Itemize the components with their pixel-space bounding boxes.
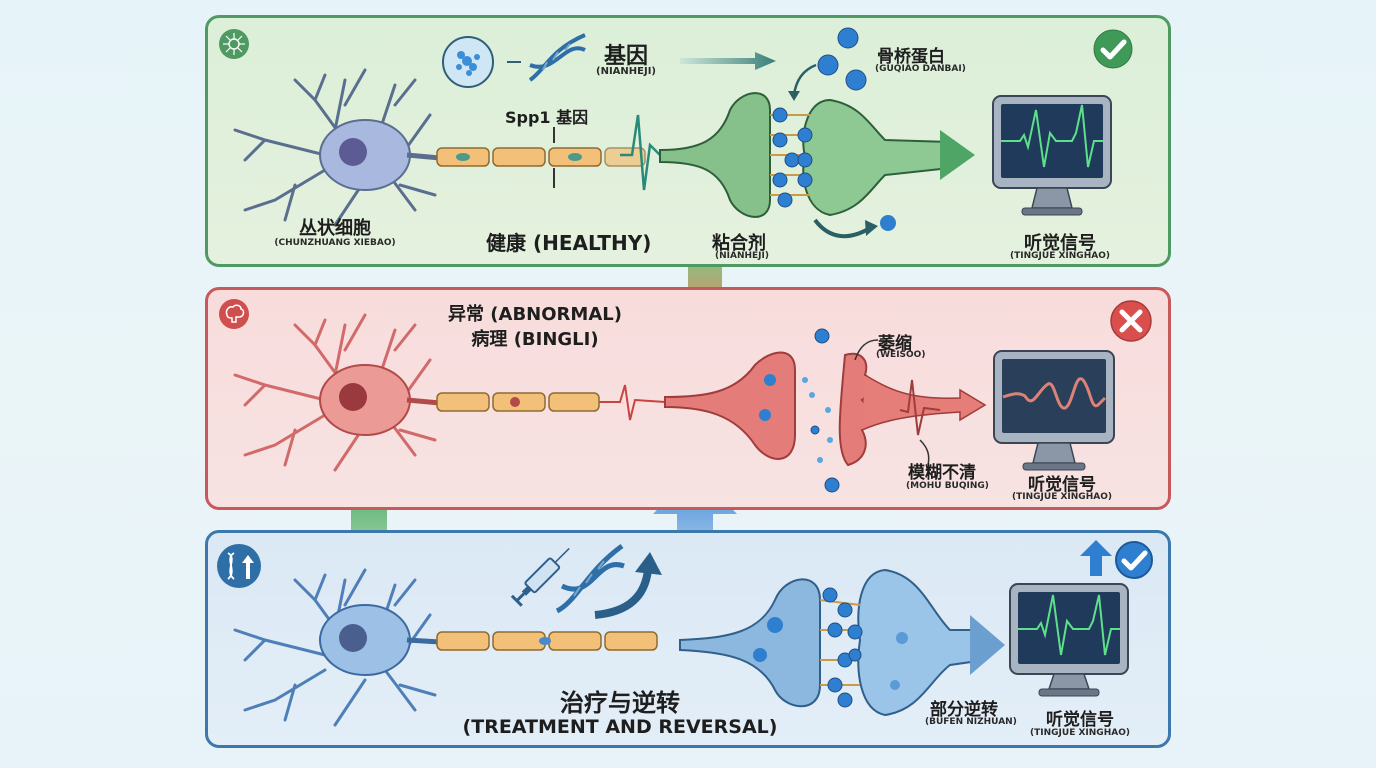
dna-up-icon bbox=[217, 544, 261, 588]
partial-reversal-pinyin: (BUFEN NIZHUAN) bbox=[925, 717, 1017, 727]
signal-label-abnormal: 听觉信号 bbox=[1028, 475, 1096, 495]
signal-pinyin-abnormal: (TINGJUE XINGHAO) bbox=[1012, 492, 1112, 502]
protein-pinyin: (GUQIAO DANBAI) bbox=[875, 64, 966, 74]
up-arrow-improvement-icon bbox=[1080, 540, 1112, 576]
gene-label: 基因 bbox=[604, 44, 649, 69]
x-icon bbox=[1110, 300, 1152, 342]
gene-pinyin: (NIANHEJI) bbox=[596, 66, 656, 77]
signal-pinyin-treatment: (TINGJUE XINGHAO) bbox=[1030, 728, 1130, 738]
curved-up-arrow bbox=[594, 552, 662, 619]
arrow-down-to-axon bbox=[553, 127, 555, 143]
synapse-treatment bbox=[679, 568, 1005, 717]
blurry-pinyin: (MOHU BUQING) bbox=[906, 481, 989, 491]
neuron-abnormal bbox=[233, 313, 796, 472]
adhesive-pinyin: (NIANHEJI) bbox=[715, 251, 769, 261]
protein-spheres bbox=[788, 27, 867, 101]
brain-icon bbox=[219, 299, 249, 329]
adhesive-label: 粘合剂 bbox=[712, 233, 766, 254]
check-icon bbox=[1115, 541, 1153, 579]
protein-label: 骨桥蛋白 bbox=[877, 47, 945, 67]
synapse-healthy bbox=[620, 92, 975, 239]
spp1-gene-label: Spp1 基因 bbox=[505, 108, 589, 127]
monitor-abnormal bbox=[993, 350, 1115, 471]
neuron-healthy bbox=[233, 68, 646, 227]
signal-pinyin-healthy: (TINGJUE XINGHAO) bbox=[1010, 251, 1110, 261]
dna-icon bbox=[528, 33, 586, 82]
check-icon bbox=[1093, 29, 1133, 69]
abnormal-label: 异常 (ABNORMAL) bbox=[448, 304, 622, 325]
healthy-label: 健康 (HEALTHY) bbox=[486, 231, 652, 255]
monitor-healthy bbox=[992, 95, 1112, 216]
cell-pinyin: (CHUNZHUANG XIEBAO) bbox=[274, 238, 396, 248]
gene-to-protein-arrow bbox=[680, 52, 776, 70]
neuron-treatment bbox=[233, 568, 658, 727]
syringe-icon bbox=[510, 547, 570, 607]
blurry-label: 模糊不清 bbox=[908, 463, 976, 483]
signal-label-treatment: 听觉信号 bbox=[1046, 710, 1114, 730]
cell-network-icon bbox=[219, 29, 249, 59]
partial-reversal-label: 部分逆转 bbox=[930, 700, 998, 720]
signal-label-healthy: 听觉信号 bbox=[1024, 233, 1096, 254]
vesicle-cluster-icon bbox=[442, 36, 494, 88]
atrophy-label: 萎缩 bbox=[878, 334, 912, 354]
synapse-abnormal-post bbox=[802, 328, 987, 493]
treatment-label: 治疗与逆转 bbox=[560, 689, 680, 717]
connector-line bbox=[507, 61, 521, 63]
pathology-label: 病理 (BINGLI) bbox=[471, 329, 599, 350]
atrophy-pinyin: (WEISOO) bbox=[876, 350, 926, 360]
dna-treatment-icon bbox=[555, 543, 625, 614]
treatment-english: (TREATMENT AND REVERSAL) bbox=[462, 716, 778, 738]
monitor-treatment bbox=[1009, 583, 1129, 697]
arrow-up-to-axon bbox=[553, 168, 555, 188]
cell-label: 丛状细胞 bbox=[299, 218, 371, 239]
